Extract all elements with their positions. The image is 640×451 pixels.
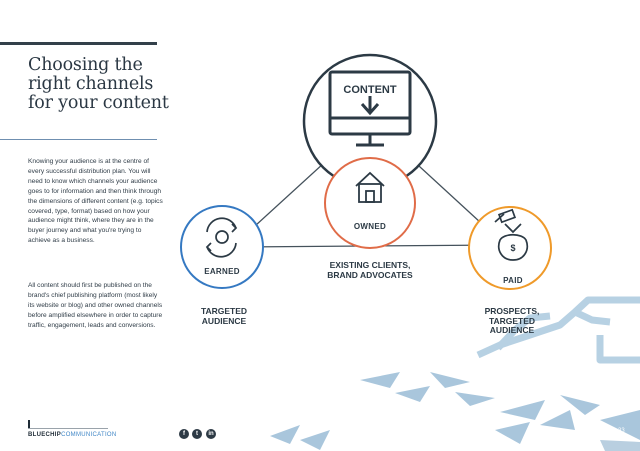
paid-label: PAID — [503, 276, 523, 285]
brand-primary: BLUECHIP — [28, 432, 62, 438]
decorative-background — [476, 296, 640, 364]
page-heading: Choosing the right channels for your con… — [28, 55, 169, 113]
owned-label: OWNED — [353, 222, 387, 231]
earned-node — [180, 205, 264, 289]
earned-audience: TARGETED AUDIENCE — [200, 306, 248, 326]
paid-node: $ — [468, 206, 552, 290]
twitter-icon[interactable]: t — [192, 429, 202, 439]
facebook-icon[interactable]: f — [179, 429, 189, 439]
earned-label: EARNED — [204, 267, 240, 276]
heading-divider — [0, 139, 157, 140]
brand-logo: BLUECHIPCOMMUNICATION — [28, 432, 117, 438]
money-bag-icon — [494, 208, 529, 261]
owned-audience: EXISTING CLIENTS, BRAND ADVOCATES — [327, 260, 413, 280]
paid-audience: PROSPECTS, TARGETED AUDIENCE — [484, 306, 540, 335]
footer-rule — [28, 428, 108, 429]
page-number: 33 — [618, 428, 625, 434]
owned-node — [324, 157, 416, 249]
brand-mark — [28, 420, 30, 428]
content-label: CONTENT — [343, 84, 396, 96]
brand-secondary: COMMUNICATION — [61, 432, 117, 438]
monitor-icon — [328, 70, 412, 147]
dollar-icon: $ — [510, 243, 515, 253]
cycle-icon — [205, 217, 238, 258]
body-paragraph-1: Knowing your audience is at the centre o… — [28, 158, 163, 245]
top-rule — [0, 42, 157, 45]
body-paragraph-2: All content should first be published on… — [28, 282, 163, 329]
house-icon — [355, 171, 385, 203]
linkedin-icon[interactable]: in — [206, 429, 216, 439]
decorative-shards — [270, 372, 640, 451]
content-node: CONTENT — [302, 53, 438, 189]
